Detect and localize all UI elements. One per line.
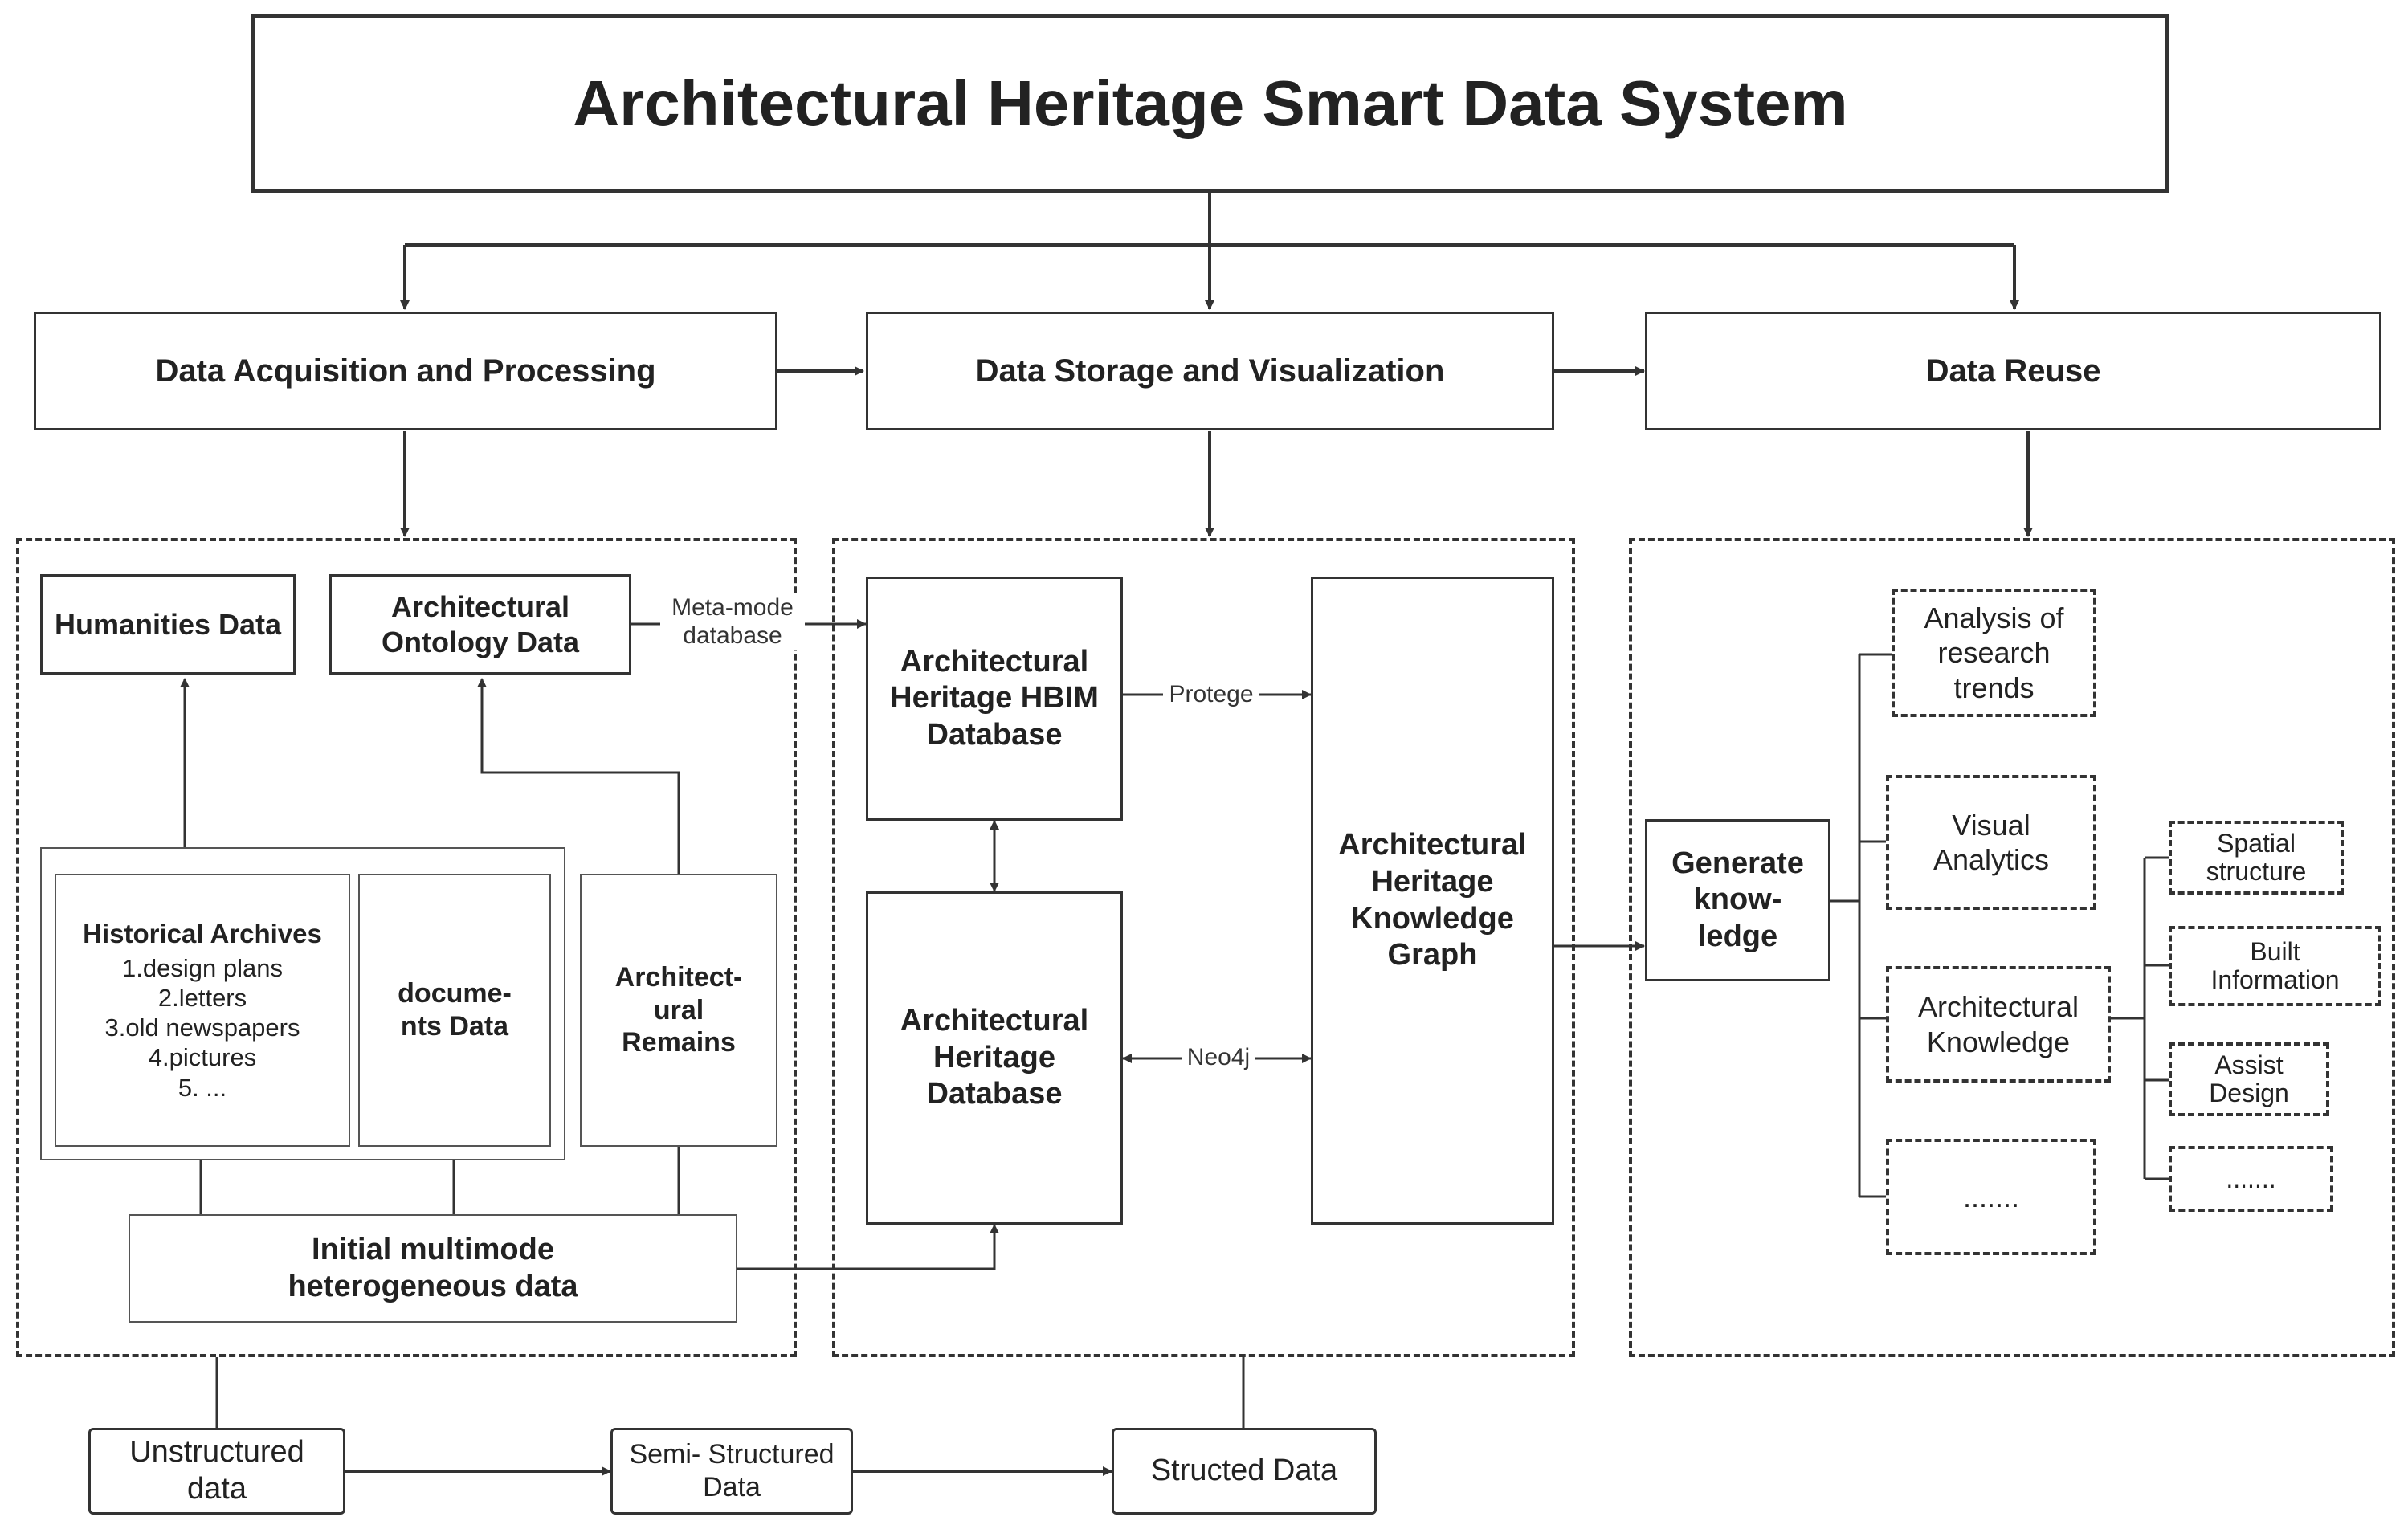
archives-item: 4.pictures <box>148 1043 257 1072</box>
spatial-structure-box: Spatial structure <box>2169 821 2344 895</box>
heritage-database-box: Architectural Heritage Database <box>866 891 1123 1225</box>
visual-analytics-box: Visual Analytics <box>1886 775 2096 910</box>
documents-data-box: docume- nts Data <box>358 874 551 1147</box>
section-data-storage: Data Storage and Visualization <box>866 312 1554 430</box>
unstructured-data-box: Unstructured data <box>88 1428 345 1515</box>
knowledge-graph-box: Architectural Heritage Knowledge Graph <box>1311 577 1554 1225</box>
protege-label: Protege <box>1163 681 1259 709</box>
neo4j-label: Neo4j <box>1182 1044 1255 1072</box>
ontology-data-box: Architectural Ontology Data <box>329 574 631 675</box>
built-information-box: Built Information <box>2169 926 2381 1006</box>
humanities-data-box: Humanities Data <box>40 574 296 675</box>
reuse-region <box>1629 538 2395 1357</box>
meta-mode-label: Meta-mode database <box>660 594 805 650</box>
archives-title: Historical Archives <box>83 919 322 949</box>
archives-item: 1.design plans <box>122 953 283 982</box>
architectural-remains-box: Architect- ural Remains <box>580 874 777 1147</box>
archives-item: 3.old newspapers <box>104 1013 300 1042</box>
hbim-database-box: Architectural Heritage HBIM Database <box>866 577 1123 821</box>
section-data-reuse: Data Reuse <box>1645 312 2381 430</box>
storage-region <box>832 538 1575 1357</box>
archives-item: 2.letters <box>157 984 247 1013</box>
more-subitems-box: ....... <box>2169 1146 2333 1212</box>
archives-item: 5. ... <box>178 1073 227 1102</box>
structured-data-box: Structed Data <box>1112 1428 1377 1515</box>
page-title: Architectural Heritage Smart Data System <box>251 14 2169 193</box>
semi-structured-data-box: Semi- Structured Data <box>610 1428 853 1515</box>
analysis-trends-box: Analysis of research trends <box>1892 589 2096 717</box>
assist-design-box: Assist Design <box>2169 1042 2329 1116</box>
acquisition-region <box>16 538 797 1357</box>
section-data-acquisition: Data Acquisition and Processing <box>34 312 777 430</box>
generate-knowledge-box: Generate know- ledge <box>1645 819 1830 981</box>
initial-multimode-data-box: Initial multimode heterogeneous data <box>129 1214 737 1323</box>
more-outputs-box: ....... <box>1886 1139 2096 1255</box>
historical-archives-box: Historical Archives 1.design plans 2.let… <box>55 874 350 1147</box>
architectural-knowledge-box: Architectural Knowledge <box>1886 966 2111 1083</box>
